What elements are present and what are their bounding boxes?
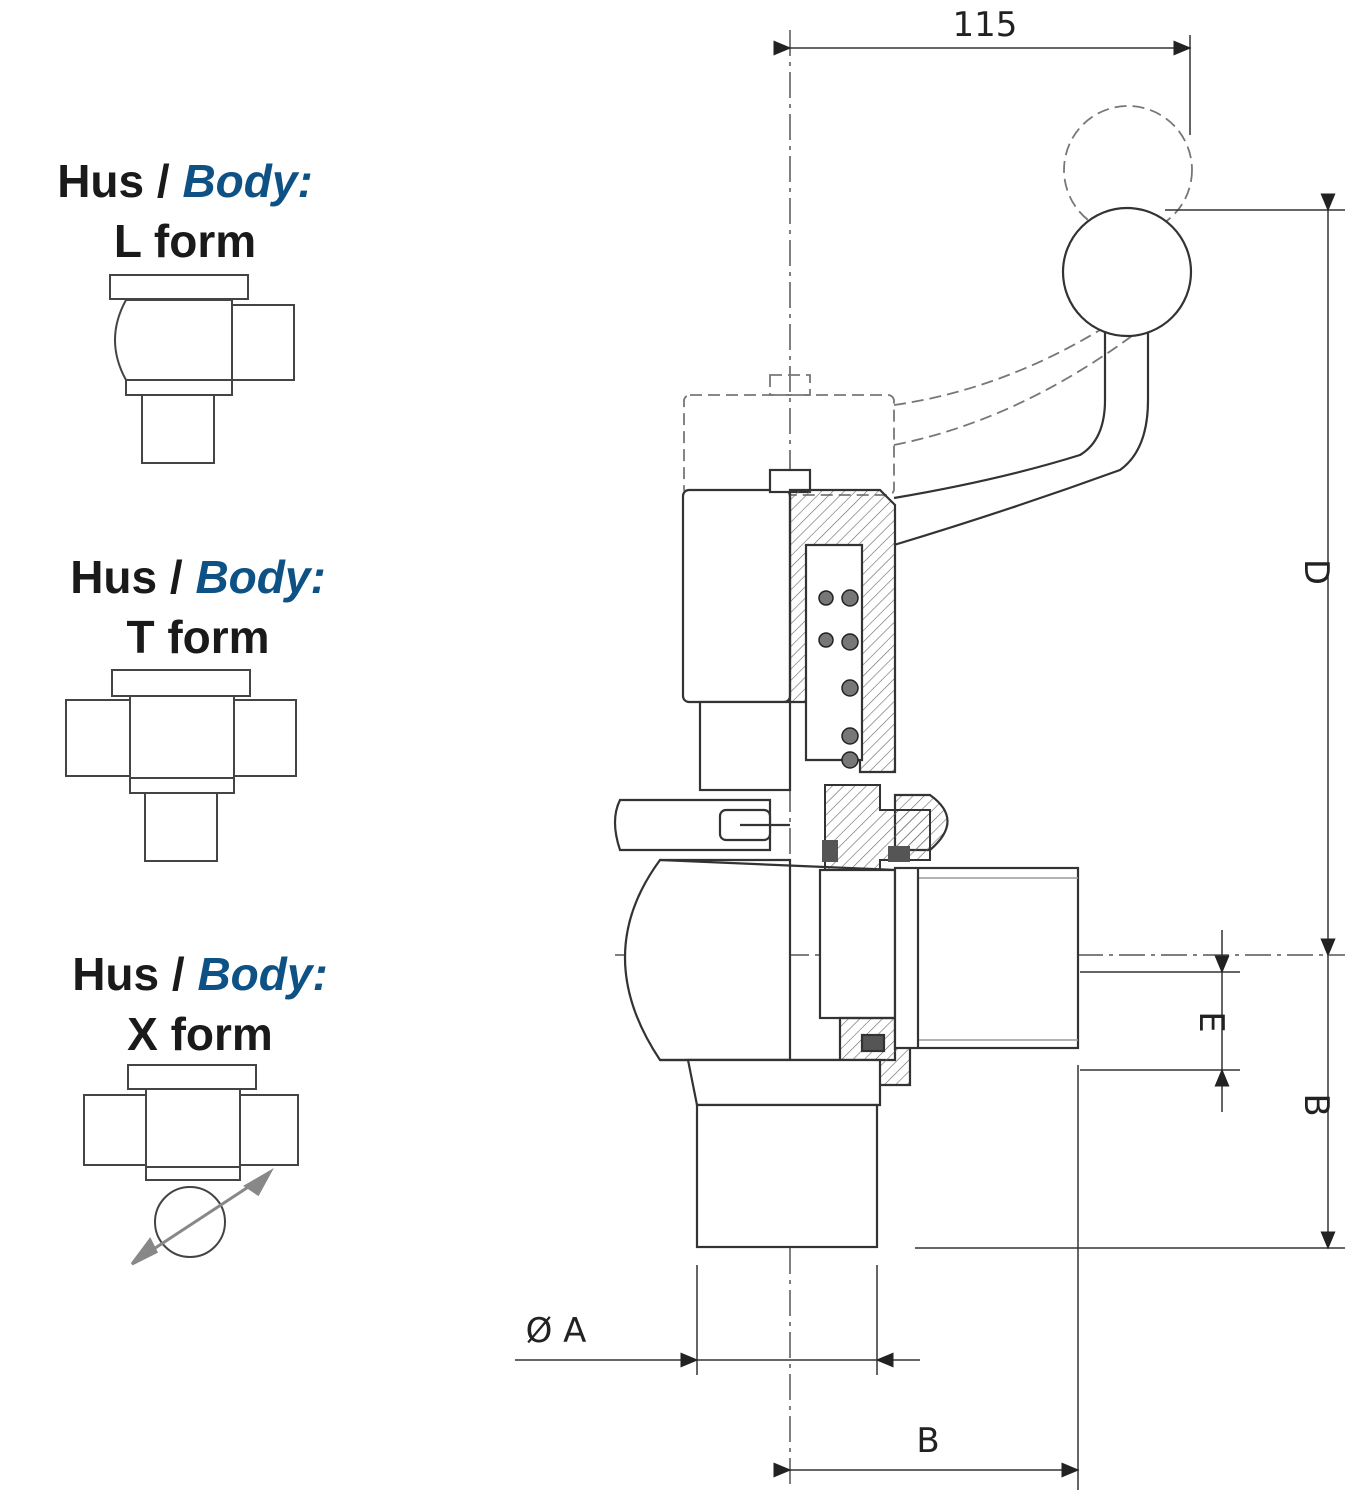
dim-e: E (1191, 1011, 1231, 1032)
x-form-icon (83, 1064, 299, 1258)
dim-b-horizontal: B (916, 1421, 939, 1461)
body-form-name: X form (127, 1007, 273, 1060)
t-form-icon (65, 669, 297, 862)
inlet-pipe (686, 1058, 882, 1249)
seal (822, 840, 838, 862)
body-label-accent: Body: (182, 155, 313, 207)
actuator-housing (681, 468, 897, 792)
body-label-accent: Body: (195, 551, 326, 603)
seal (888, 846, 910, 862)
valve-body (623, 858, 912, 1087)
spring (818, 589, 859, 769)
body-form-name: L form (113, 214, 257, 267)
body-label-x: Hus / Body: X form (50, 945, 350, 1065)
dim-d: D (1296, 559, 1336, 585)
body-label-l: Hus / Body: L form (35, 152, 335, 272)
dim-b-vertical: B (1296, 1093, 1336, 1116)
dim-diameter-a: Ø A (526, 1311, 587, 1351)
handle (893, 206, 1193, 547)
dim-115: 115 (953, 5, 1018, 45)
body-label-accent: Body: (197, 948, 328, 1000)
rotate-arrow-icon (130, 1167, 274, 1266)
body-label-t: Hus / Body: T form (48, 548, 348, 668)
l-form-icon (109, 274, 295, 464)
body-label-prefix: Hus / (70, 551, 196, 603)
body-form-name: T form (126, 610, 270, 663)
outlet-pipe (893, 866, 1080, 1050)
body-label-prefix: Hus / (72, 948, 198, 1000)
body-label-prefix: Hus / (57, 155, 183, 207)
